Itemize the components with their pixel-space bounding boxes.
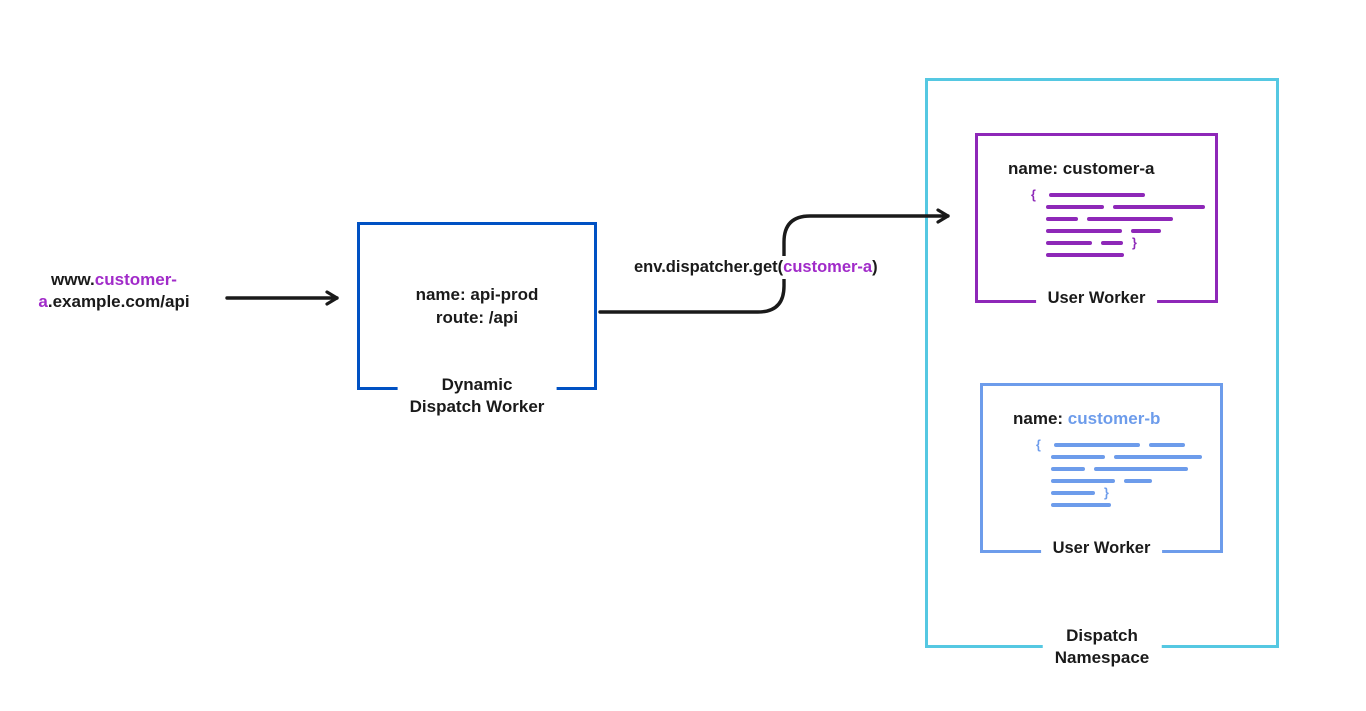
code-bar [1114, 454, 1202, 460]
dispatcher-call-argument: customer-a [783, 258, 873, 276]
url-www: www. [51, 270, 95, 289]
code-bar [1101, 240, 1123, 246]
dispatch-worker-label-line2: Dispatch Worker [409, 396, 545, 416]
code-bar [1131, 228, 1161, 234]
code-bar [1094, 466, 1188, 472]
code-line: { [1031, 189, 1195, 201]
code-line: } [1051, 487, 1200, 499]
worker-a-code-snippet: { } [1006, 189, 1205, 261]
code-bar [1051, 454, 1105, 460]
open-brace: { [1031, 187, 1036, 202]
code-bar [1148, 442, 1185, 448]
worker-a-content: name: customer-a { } [978, 136, 1215, 261]
dispatcher-call-suffix: ) [872, 258, 878, 276]
worker-b-code-snippet: { } [1011, 439, 1202, 511]
request-url: www.customer- a.example.com/api [8, 269, 220, 313]
worker-b-content: name: customer-b { } [983, 386, 1220, 511]
url-customer-part2: a [38, 292, 48, 311]
code-bar [1048, 192, 1145, 198]
code-line [1051, 475, 1200, 487]
code-bar [1046, 204, 1104, 210]
code-bar [1046, 240, 1092, 246]
code-line: } [1046, 237, 1195, 249]
user-worker-a-box: name: customer-a { } User Worker [975, 133, 1218, 309]
worker-b-name: name: customer-b [1011, 409, 1200, 429]
user-worker-b-box: name: customer-b { } User Worker [980, 383, 1223, 559]
code-line [1051, 463, 1200, 475]
dynamic-dispatch-worker-box: name: api-prod route: /api Dynamic Dispa… [357, 222, 597, 418]
close-brace: } [1104, 485, 1109, 500]
dispatch-worker-label-line1: Dynamic [441, 374, 513, 394]
code-bar [1051, 490, 1095, 496]
dispatch-worker-details: name: api-prod route: /api [360, 225, 594, 387]
code-bar [1046, 228, 1122, 234]
worker-a-label: User Worker [1035, 286, 1158, 309]
namespace-label-line2: Namespace [1054, 648, 1150, 668]
code-line [1051, 451, 1202, 463]
code-bar [1051, 478, 1115, 484]
code-line [1046, 201, 1205, 213]
code-line [1051, 499, 1200, 511]
dispatch-worker-route: route: /api [435, 308, 519, 327]
namespace-label-line1: Dispatch [1066, 626, 1138, 646]
dispatch-worker-name: name: api-prod [415, 285, 539, 304]
url-customer-part1: customer- [94, 270, 177, 289]
code-bar [1051, 502, 1111, 508]
request-url-line2: a.example.com/api [8, 291, 220, 313]
code-bar [1046, 216, 1078, 222]
dispatcher-call-label: env.dispatcher.get(customer-a) [630, 256, 882, 279]
code-bar [1087, 216, 1173, 222]
request-url-line1: www.customer- [8, 269, 220, 291]
code-line: { [1036, 439, 1200, 451]
dispatcher-call-prefix: env.dispatcher.get( [634, 258, 784, 276]
code-bar [1051, 466, 1085, 472]
open-brace: { [1036, 437, 1041, 452]
close-brace: } [1132, 235, 1137, 250]
code-line [1046, 225, 1195, 237]
code-bar [1053, 442, 1140, 448]
code-bar [1124, 478, 1152, 484]
url-rest: .example.com/api [47, 292, 190, 311]
dispatch-worker-label: Dynamic Dispatch Worker [397, 373, 557, 418]
worker-a-name: name: customer-a [1008, 159, 1155, 178]
code-line [1046, 213, 1195, 225]
namespace-label: Dispatch Namespace [1042, 625, 1162, 670]
worker-b-name-value: customer-b [1067, 409, 1161, 428]
code-bar [1113, 204, 1205, 210]
code-line [1046, 249, 1195, 261]
worker-b-label: User Worker [1040, 536, 1163, 559]
code-bar [1046, 252, 1124, 258]
worker-b-name-prefix: name: [1013, 409, 1068, 428]
